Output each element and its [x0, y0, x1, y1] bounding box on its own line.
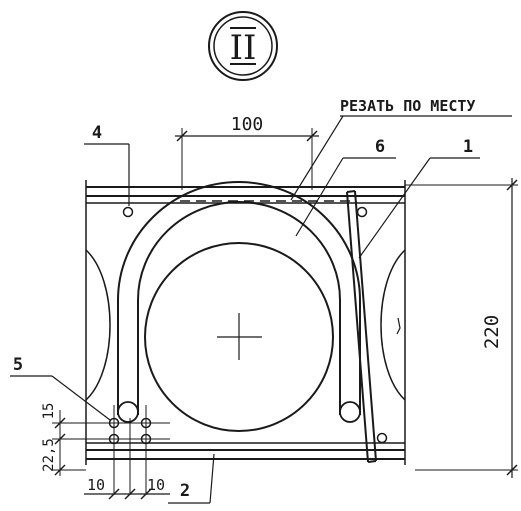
- right-side-arc: [380, 249, 406, 401]
- dim-spacing-15: 15: [41, 403, 57, 420]
- hole: [356, 206, 368, 218]
- cut-note: РЕЗАТЬ ПО МЕСТУ: [290, 97, 512, 201]
- callout-5: 5: [10, 355, 111, 421]
- dim-top-width-text: 100: [231, 114, 264, 135]
- hole: [376, 432, 388, 444]
- right-side-tick: [396, 317, 401, 335]
- cut-note-text: РЕЗАТЬ ПО МЕСТУ: [340, 97, 475, 115]
- callout-2-text: 2: [180, 481, 190, 501]
- pipe-circle: [144, 242, 334, 432]
- dim-spacing-22-5: 22,5: [41, 438, 57, 472]
- callout-1: 1: [358, 137, 480, 259]
- strap: [346, 190, 377, 463]
- clamp-u: [117, 181, 361, 423]
- dim-height-text: 220: [481, 315, 503, 349]
- callout-1-text: 1: [463, 137, 473, 157]
- dim-bottom-right: 10: [147, 476, 165, 494]
- hole-centerlines: [52, 405, 170, 495]
- dim-bottom: 10 10: [84, 476, 170, 500]
- bottom-flange: [86, 442, 405, 460]
- dim-top-width: 100: [175, 114, 319, 190]
- callout-4: 4: [84, 123, 130, 206]
- callout-6: 6: [295, 137, 396, 237]
- dim-left-vertical: 15 22,5: [41, 403, 66, 476]
- hole: [122, 206, 134, 218]
- section-mark: II: [208, 11, 278, 81]
- callout-5-text: 5: [13, 355, 23, 375]
- callout-2: 2: [168, 453, 215, 504]
- callout-4-text: 4: [92, 123, 102, 143]
- callout-6-text: 6: [375, 137, 385, 157]
- section-mark-text: II: [230, 28, 257, 68]
- dim-height: 220: [405, 178, 518, 478]
- dim-bottom-left: 10: [87, 476, 105, 494]
- left-side-arc: [85, 249, 111, 401]
